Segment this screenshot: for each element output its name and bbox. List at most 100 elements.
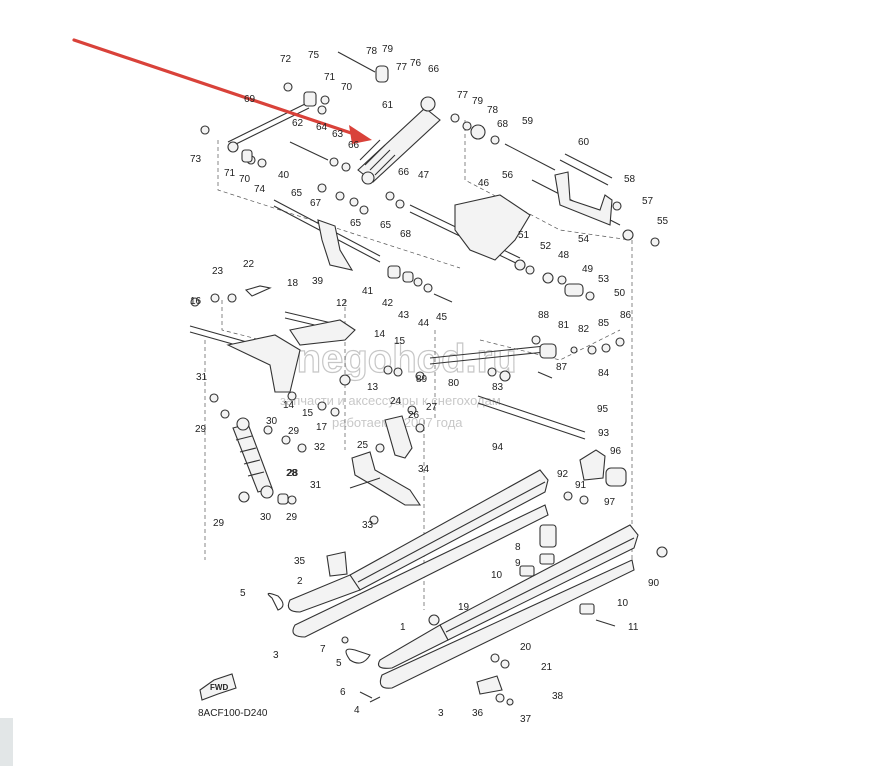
part-number-label: 39 xyxy=(312,276,324,287)
part-number-label: 71 xyxy=(224,168,236,179)
part-number-label: 68 xyxy=(400,229,412,240)
part-number-label: 66 xyxy=(428,64,440,75)
part-number-label: 97 xyxy=(604,497,616,508)
slide-arm-group xyxy=(429,335,625,440)
part-number-label: 30 xyxy=(260,512,272,523)
part-number-label: 66 xyxy=(348,140,360,151)
part-number-label: 82 xyxy=(578,324,590,335)
part-number-label: 21 xyxy=(541,662,553,673)
part-number-label: 28 xyxy=(286,468,298,479)
part-number-label: 58 xyxy=(624,174,636,185)
part-number-label: 4 xyxy=(354,705,360,716)
part-number-label: 49 xyxy=(582,264,594,275)
part-number-label: 3 xyxy=(438,708,444,719)
part-number-label: 88 xyxy=(538,310,550,321)
part-number-label: 15 xyxy=(394,336,406,347)
part-number-label: 45 xyxy=(436,312,448,323)
part-number-label: 95 xyxy=(597,404,609,415)
part-number-label: 40 xyxy=(278,170,290,181)
part-number-label: 62 xyxy=(292,118,304,129)
part-number-label: 79 xyxy=(472,96,484,107)
rear-arm-group xyxy=(409,113,660,301)
part-number-label: 59 xyxy=(522,116,534,127)
part-number-label: 68 xyxy=(497,119,509,130)
part-number-label: 60 xyxy=(578,137,590,148)
part-number-label: 67 xyxy=(310,198,322,209)
part-number-label: 28 xyxy=(287,468,299,479)
part-number-label: 78 xyxy=(487,105,499,116)
part-number-label: 54 xyxy=(578,234,590,245)
part-number-label: 5 xyxy=(240,588,246,599)
part-number-label: 37 xyxy=(520,714,532,725)
part-number-label: 85 xyxy=(598,318,610,329)
slide-rail-group xyxy=(267,469,639,706)
part-number-label: 31 xyxy=(310,480,322,491)
part-number-label: 81 xyxy=(558,320,570,331)
part-number-label: 72 xyxy=(280,54,292,65)
front-arm-group xyxy=(189,285,425,393)
part-number-label: 38 xyxy=(552,691,564,702)
part-number-label: 16 xyxy=(190,296,202,307)
part-number-label: 90 xyxy=(648,578,660,589)
part-number-label: 73 xyxy=(190,154,202,165)
part-number-label: 3 xyxy=(273,650,279,661)
part-number-label: 33 xyxy=(362,520,374,531)
part-number-label: 52 xyxy=(540,241,552,252)
part-number-label: 70 xyxy=(341,82,353,93)
part-number-label: 6 xyxy=(340,687,346,698)
part-number-label: 79 xyxy=(382,44,394,55)
part-number-label: 20 xyxy=(520,642,532,653)
diagram-code: 8ACF100-D240 xyxy=(198,708,268,719)
part-number-label: 34 xyxy=(418,464,430,475)
part-number-label: 5 xyxy=(336,658,342,669)
rear-bracket-group xyxy=(563,449,668,558)
spacer-group xyxy=(387,265,453,303)
part-number-label: 64 xyxy=(316,122,328,133)
part-number-label: 9 xyxy=(515,558,521,569)
part-number-label: 65 xyxy=(291,188,303,199)
part-number-label: 29 xyxy=(195,424,207,435)
part-number-label: 83 xyxy=(492,382,504,393)
part-number-label: 66 xyxy=(398,167,410,178)
part-number-label: 78 xyxy=(366,46,378,57)
part-number-label: 61 xyxy=(382,100,394,111)
part-number-label: 8 xyxy=(515,542,521,553)
part-number-label: 29 xyxy=(286,512,298,523)
part-number-label: 43 xyxy=(398,310,410,321)
part-number-label: 77 xyxy=(396,62,408,73)
part-number-label: 1 xyxy=(400,622,406,633)
scissor-arm-group xyxy=(287,391,425,525)
part-number-label: 91 xyxy=(575,480,587,491)
part-number-label: 2 xyxy=(297,576,303,587)
part-number-label: 14 xyxy=(374,329,386,340)
part-number-label: 47 xyxy=(418,170,430,181)
part-number-label: 71 xyxy=(324,72,336,83)
part-number-label: 12 xyxy=(336,298,348,309)
part-number-label: 25 xyxy=(357,440,369,451)
part-number-label: 53 xyxy=(598,274,610,285)
part-number-label: 74 xyxy=(254,184,266,195)
window-edge xyxy=(0,718,13,766)
part-number-label: 65 xyxy=(350,218,362,229)
part-number-label: 27 xyxy=(426,402,438,413)
part-number-label: 31 xyxy=(196,372,208,383)
watermark-line1: запчасти и аксессуары к снегоходам xyxy=(280,393,501,408)
part-number-label: 84 xyxy=(598,368,610,379)
part-number-label: 18 xyxy=(287,278,299,289)
part-number-label: 92 xyxy=(557,469,569,480)
fwd-label: FWD xyxy=(210,683,228,692)
part-number-label: 50 xyxy=(614,288,626,299)
part-number-label: 87 xyxy=(556,362,568,373)
part-number-label: 77 xyxy=(457,90,469,101)
part-number-label: 29 xyxy=(288,426,300,437)
part-number-label: 19 xyxy=(458,602,470,613)
part-number-label: 93 xyxy=(598,428,610,439)
part-number-label: 80 xyxy=(448,378,460,389)
part-number-label: 44 xyxy=(418,318,430,329)
part-number-label: 94 xyxy=(492,442,504,453)
part-number-label: 51 xyxy=(518,230,530,241)
part-number-label: 23 xyxy=(212,266,224,277)
